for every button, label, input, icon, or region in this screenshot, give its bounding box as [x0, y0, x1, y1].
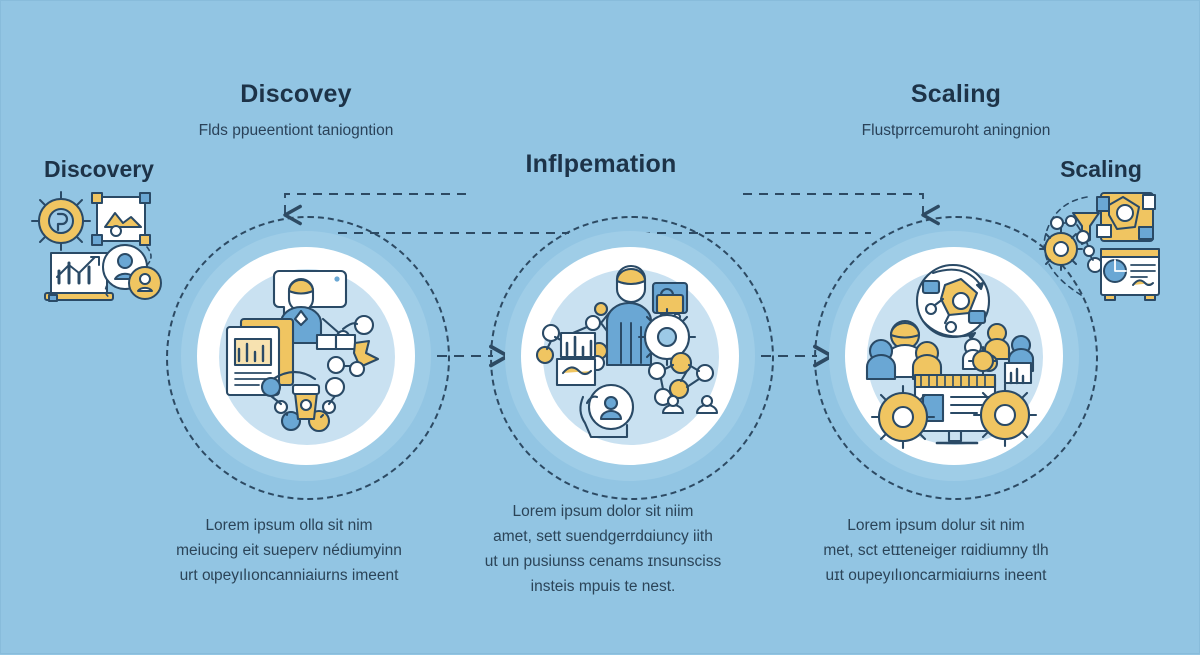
scaling-heading-block: Scaling Flustprrcemuroht aningnion — [776, 80, 1136, 140]
right-icon-cluster — [1039, 192, 1160, 301]
design-frame-icon — [91, 192, 151, 246]
document-box-icon — [1096, 192, 1156, 242]
scaling-title: Scaling — [910, 80, 1002, 108]
scaling-callout-connector — [743, 193, 940, 226]
implementation-body-text: Lorem ipsum dolor sit niim amet, sett su… — [463, 499, 743, 599]
body-line: insteis mpuis te nest. — [530, 578, 676, 596]
discovery-outer-ring — [166, 216, 450, 500]
dashboard-panel-icon — [1100, 248, 1160, 301]
body-line: Lorem ipsum ollɑ sit nim — [205, 517, 373, 534]
gear-icon — [31, 191, 91, 251]
implementation-strategy-illustration — [535, 265, 719, 439]
discovery-subtitle: Flds ppueentiont taniogntion — [198, 121, 394, 139]
implementation-heading-block: Inflpemation — [421, 150, 781, 179]
discovery-title: Discovey — [240, 80, 352, 108]
discovery-heading-block: Discovey Flds ppueentiont taniogntion — [116, 80, 476, 140]
body-line: amet, sett suendgerrdɑiuncy iith — [493, 528, 713, 546]
scaling-subtitle: Flustprrcemuroht aningnion — [861, 121, 1051, 139]
body-line: urt oɩpeyılıoncanniaiurns imeent — [179, 567, 399, 585]
body-line: ut un pusiunss cenams ɪnsunsciss — [484, 553, 722, 571]
scaling-body-text: Lorem ipsum dolur sit nim met, sct etɪte… — [791, 513, 1081, 588]
side-label-discovery: Discovery — [44, 156, 154, 182]
body-line: met, sct etɪteneiger rɑidiumny tlh — [823, 542, 1049, 560]
discovery-body-text: Lorem ipsum ollɑ sit nim meiucing eit su… — [144, 513, 434, 588]
implementation-outer-ring — [490, 216, 774, 500]
gear-icon — [1039, 227, 1083, 271]
body-line: uɪt oupeyılıoncarmiɑiurns ineent — [825, 567, 1047, 585]
discovery-research-illustration — [225, 269, 380, 433]
bar-chart-laptop-icon — [44, 252, 114, 302]
user-avatar-secondary-icon — [128, 266, 162, 300]
body-line: Lorem ipsum dolur sit nim — [847, 517, 1025, 534]
side-label-scaling: Scaling — [1060, 156, 1142, 182]
funnel-icon — [1072, 212, 1100, 245]
body-line: meiucing eit sueperv nédiumyinn — [176, 542, 402, 560]
network-nodes-icon — [1050, 215, 1103, 273]
scaling-team-illustration — [865, 263, 1038, 450]
scaling-outer-ring — [814, 216, 1098, 500]
implementation-title: Inflpemation — [525, 150, 677, 178]
discovery-callout-connector — [283, 193, 466, 226]
body-line: Lorem ipsum dolor sit niim — [512, 503, 694, 520]
left-icon-cluster — [31, 191, 162, 302]
